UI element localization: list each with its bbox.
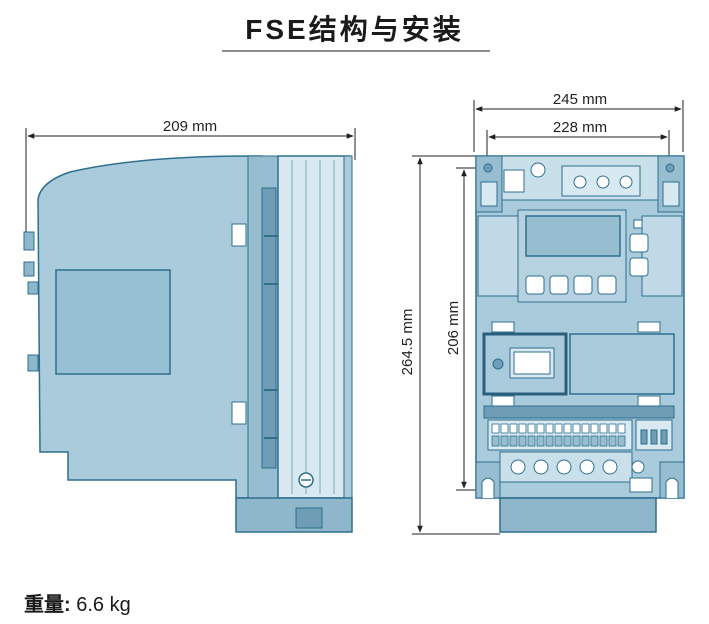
front-power-screw-icon <box>602 459 618 475</box>
front-key <box>549 275 569 295</box>
front-terminal-screw-icon <box>596 175 610 189</box>
side-clip <box>231 401 247 425</box>
side-label-panel <box>55 269 171 375</box>
front-power-screw-icon <box>533 459 549 475</box>
front-left-panel <box>477 215 519 297</box>
front-power-screw-icon <box>556 459 572 475</box>
front-power-screw-icon <box>579 459 595 475</box>
front-terminal-screw-icon <box>573 175 587 189</box>
front-height-total-label: 264.5 mm <box>399 309 416 376</box>
front-key <box>597 275 617 295</box>
front-cover-panel <box>569 333 675 395</box>
weight-line: 重量: 6.6 kg <box>24 588 131 617</box>
front-ground-screw-icon <box>530 162 546 178</box>
weight-value: 6.6 kg <box>76 594 131 616</box>
front-cable-plate <box>499 497 657 533</box>
front-width-inner-label: 228 mm <box>553 119 607 136</box>
side-heatsink-channel <box>261 187 277 469</box>
front-ground-symbol-icon <box>631 460 645 474</box>
front-key <box>629 233 649 253</box>
side-fin-panel <box>277 155 351 499</box>
side-width-label: 209 mm <box>163 118 217 135</box>
side-clip <box>231 223 247 247</box>
front-height-mount-label: 206 mm <box>445 301 462 355</box>
front-key <box>573 275 593 295</box>
side-tab <box>23 261 35 277</box>
front-width-outer-label: 245 mm <box>553 91 607 108</box>
front-indicator-led <box>633 219 643 229</box>
front-display-screen <box>525 215 621 257</box>
front-separator-band <box>483 405 675 419</box>
side-tab <box>27 354 39 372</box>
front-key <box>629 257 649 277</box>
page-title: FSE结构与安装 <box>245 14 464 45</box>
front-power-screw-icon <box>510 459 526 475</box>
title-underline <box>222 50 490 52</box>
weight-label: 重量: <box>24 594 71 616</box>
side-tab <box>23 231 35 251</box>
front-key <box>525 275 545 295</box>
front-terminal-screw-icon <box>619 175 633 189</box>
side-foot <box>235 497 353 533</box>
side-tab <box>27 281 39 295</box>
front-right-panel <box>641 215 683 297</box>
side-view: 209 mm <box>23 118 356 533</box>
front-view: 245 mm 228 mm 264.5 mm 206 mm <box>399 91 685 535</box>
